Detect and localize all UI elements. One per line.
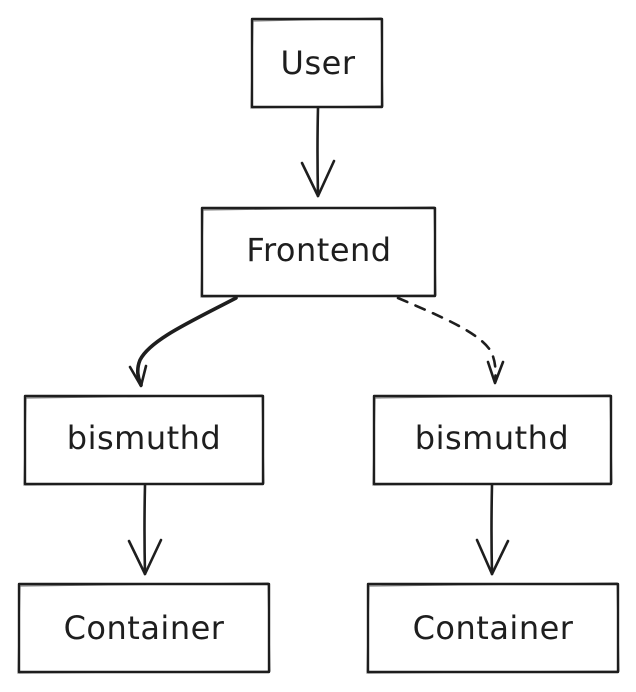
node-user: User (250, 17, 384, 109)
edge-frontend-to-bismuthd-left (128, 296, 238, 388)
node-container-right-label: Container (413, 609, 574, 647)
nodes: User Frontend bismuthd bismuthd Containe… (17, 17, 620, 674)
node-bismuthd-left: bismuthd (23, 394, 265, 486)
node-bismuthd-right-label: bismuthd (415, 419, 569, 457)
edge-frontend-to-bismuthd-right (396, 296, 505, 385)
node-container-left: Container (17, 582, 271, 674)
node-container-right: Container (366, 582, 620, 674)
node-user-label: User (281, 44, 356, 82)
node-bismuthd-right: bismuthd (372, 394, 613, 486)
node-frontend: Frontend (200, 206, 437, 298)
edges (127, 106, 510, 576)
node-frontend-label: Frontend (246, 231, 391, 269)
edge-bismuthd-right-to-container-right (475, 483, 510, 576)
edge-bismuthd-left-to-container-left (127, 483, 163, 576)
node-container-left-label: Container (64, 609, 225, 647)
edge-user-to-frontend (300, 106, 336, 198)
node-bismuthd-left-label: bismuthd (67, 419, 221, 457)
